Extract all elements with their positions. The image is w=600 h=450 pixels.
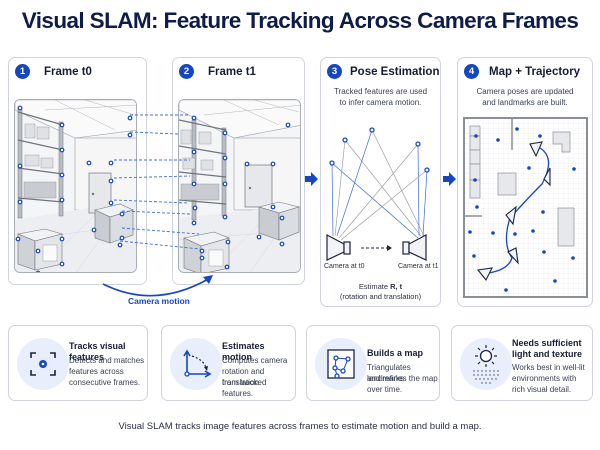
panel-map-trajectory: 4 Map + Trajectory Camera poses are upda… [457,57,593,307]
card-4-title-1: Needs sufficient [512,338,582,348]
arrow-step-3-to-4 [443,172,456,186]
warehouse-scene-t0 [15,100,136,272]
panel-title-pose: Pose Estimation [350,65,440,78]
step-badge-2: 2 [179,64,194,79]
panel-pose-estimation: 3 Pose Estimation Tracked features are u… [320,57,441,307]
pose-subtitle-line-2: to infer camera motion. [339,98,422,107]
camera-t0-label: Camera at t0 [324,263,365,270]
card-2-title: Estimates motion [222,341,265,362]
footer-caption: Visual SLAM tracks image features across… [118,421,482,432]
map-landmarks [468,127,576,292]
card-1-text-1: Detects and matches [69,356,145,365]
focus-target-icon [17,338,69,390]
map-subtitle-line-2: and landmarks are built. [482,98,568,107]
map-graph-icon [315,338,367,390]
camera-t0-icon [326,234,351,261]
camera-t1-label: Camera at t1 [398,263,439,270]
panel-frame-t1: 2 Frame t1 [172,57,305,285]
panel-title-frame-t1: Frame t1 [208,65,256,78]
map-diagram [463,117,588,298]
panel-frame-t0: 1 Frame t0 [8,57,147,285]
card-4-title-2: light and texture [512,349,583,359]
card-1-text-3: consecutive frames. [69,378,141,387]
card-4-text-1: Works best in well-lit [512,363,585,372]
camera-pose-markers [476,141,551,282]
scene-frame-t1 [178,99,301,273]
sun-texture-icon [460,338,512,390]
pose-subtitle-line-1: Tracked features are used [333,87,428,96]
estimate-vars: R, t [390,282,403,291]
step-badge-3: 3 [327,64,342,79]
map-subtitle-line-1: Camera poses are updated [476,87,574,96]
card-builds-map: Builds a map Triangulates landmarks and … [306,325,440,401]
card-4-text-2: environments with [512,374,577,383]
map-subtitle: Camera poses are updated and landmarks a… [458,86,592,108]
card-3-text-1: Triangulates landmarks [367,363,411,383]
pose-subtitle: Tracked features are used to infer camer… [321,86,440,108]
step-badge-4: 4 [464,64,479,79]
step-badge-1: 1 [15,64,30,79]
estimate-text: Estimate R, t [321,282,440,292]
feature-points-t0 [15,105,133,272]
pose-diagram [326,127,430,261]
estimate-prefix: Estimate [358,282,391,291]
card-3-text-3: over time. [367,385,403,394]
arrow-step-2-to-3 [305,172,318,186]
card-2-text-2: rotation and translation [222,367,265,387]
camera-t1-icon [402,234,427,261]
camera-motion-label: Camera motion [128,296,190,306]
card-1-text-2: features across [69,367,124,376]
warehouse-scene-t1 [179,100,300,272]
card-estimates-motion: Estimates motion Computes camera rotatio… [161,325,296,401]
panel-title-frame-t0: Frame t0 [44,65,92,78]
card-light-texture: Needs sufficient light and texture Works… [451,325,593,401]
feature-points-t1 [191,115,291,270]
card-tracks-features: Tracks visual features Detects and match… [8,325,148,401]
card-3-title: Builds a map [367,348,424,358]
estimate-note: (rotation and translation) [339,292,422,301]
motion-axes-icon [170,338,222,390]
panel-title-map: Map + Trajectory [489,65,581,78]
card-4-text-3: rich visual detail. [512,385,572,394]
scene-frame-t0 [14,99,137,273]
card-3-text-2: and refines the map [367,374,438,383]
card-1-title: Tracks visual features [69,341,126,362]
card-2-text-1: Computes camera [222,356,288,365]
page-title: Visual SLAM: Feature Tracking Across Cam… [21,8,579,33]
landmark-points [329,127,430,173]
card-2-text-3: from tracked features. [222,378,267,398]
